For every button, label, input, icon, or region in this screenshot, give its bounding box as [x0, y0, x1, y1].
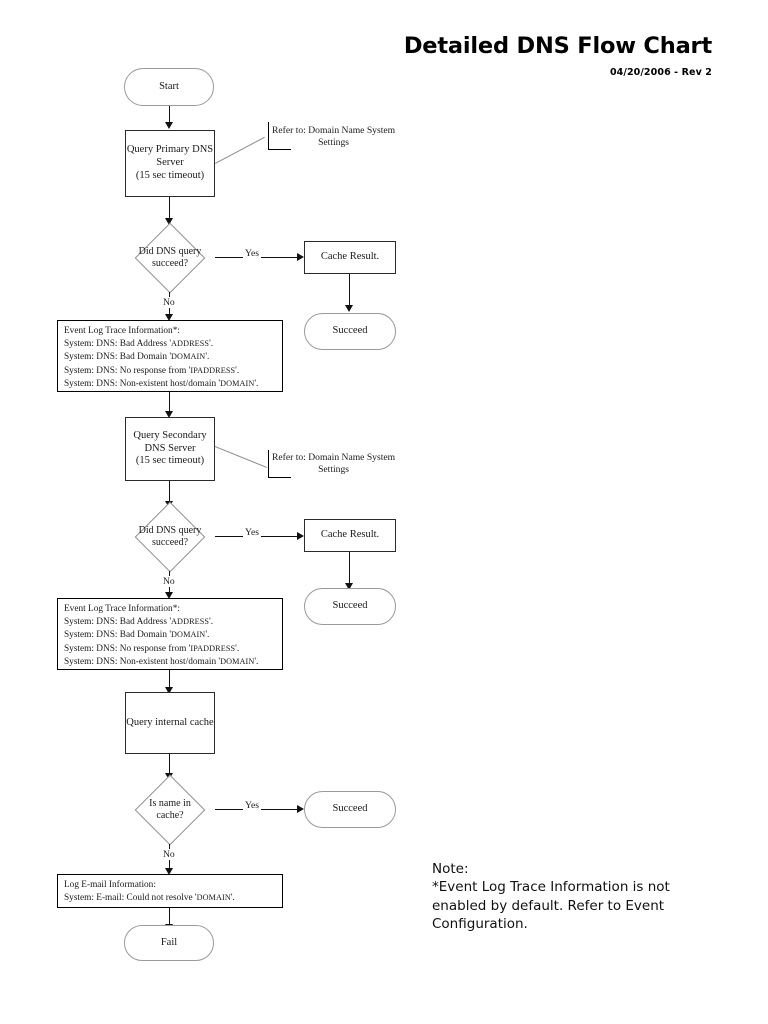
- decision-cache-line1: Is name in: [149, 797, 191, 809]
- event-log-1-line-3: System: DNS: Non-existent host/domain 'D…: [64, 378, 259, 389]
- connector-query-cache-to-decision: [169, 754, 170, 774]
- node-decision-cache[interactable]: Is name in cache?: [110, 774, 230, 846]
- arrowhead-event-log-1-to-query-secondary: [165, 411, 173, 418]
- connector-cache-result-1-to-succeed: [349, 274, 350, 306]
- callout-leader-primary: [215, 136, 265, 164]
- connector-query-primary-to-decision: [169, 197, 170, 219]
- callout-bracket-primary: [268, 122, 291, 150]
- callout-secondary-line1: Refer to: Domain Name System: [272, 452, 396, 463]
- event-log-2-heading: Event Log Trace Information*:: [64, 604, 180, 614]
- event-log-1-line-2: System: DNS: No response from 'IPADDRESS…: [64, 365, 240, 376]
- callout-bracket-secondary: [268, 450, 291, 478]
- connector-event-log-2-to-query-cache: [169, 670, 170, 688]
- node-succeed-3[interactable]: Succeed: [304, 791, 396, 828]
- node-decision-secondary[interactable]: Did DNS query succeed?: [110, 501, 230, 573]
- node-fail-label: Fail: [160, 936, 178, 948]
- page-title: Detailed DNS Flow Chart: [403, 33, 712, 59]
- decision-secondary-label: Did DNS query succeed?: [110, 503, 230, 571]
- event-log-1-heading: Event Log Trace Information*:: [64, 326, 180, 336]
- node-fail[interactable]: Fail: [124, 925, 214, 961]
- decision-primary-label: Did DNS query succeed?: [110, 224, 230, 292]
- node-succeed-3-label: Succeed: [332, 803, 368, 815]
- node-query-secondary-line1: Query Secondary: [133, 429, 207, 441]
- connector-start-to-query-primary: [169, 106, 170, 123]
- connector-cache-result-2-to-succeed: [349, 552, 350, 584]
- note-block: Note: *Event Log Trace Information is no…: [432, 860, 702, 933]
- edge-label-no-1: No: [161, 297, 177, 308]
- callout-text-primary: Refer to: Domain Name System Settings: [272, 125, 395, 150]
- arrowhead-decision-cache-no: [165, 868, 173, 875]
- email-log-heading: Log E-mail Information:: [64, 880, 156, 890]
- callout-leader-secondary: [214, 446, 267, 468]
- decision-cache-line2: cache?: [156, 810, 184, 821]
- arrowhead-query-primary-to-decision: [165, 218, 173, 225]
- edge-label-yes-1: Yes: [243, 248, 261, 259]
- decision-primary-line1: Did DNS query: [138, 245, 202, 257]
- page-subtitle: 04/20/2006 - Rev 2: [609, 67, 712, 78]
- callout-primary-line2: Settings: [318, 137, 349, 149]
- email-log-box: Log E-mail Information: System: E-mail: …: [57, 874, 283, 908]
- event-log-1-line-0: System: DNS: Bad Address 'ADDRESS'.: [64, 339, 214, 350]
- note-heading: Note:: [432, 861, 469, 877]
- node-query-primary-line2: Server: [156, 157, 184, 169]
- edge-label-no-2: No: [161, 576, 177, 587]
- event-log-1-line-1: System: DNS: Bad Domain 'DOMAIN'.: [64, 352, 210, 363]
- node-decision-primary[interactable]: Did DNS query succeed?: [110, 222, 230, 294]
- callout-text-secondary: Refer to: Domain Name System Settings: [272, 452, 395, 477]
- callout-primary-line1: Refer to: Domain Name System: [272, 125, 396, 136]
- event-log-2-line-1: System: DNS: Bad Domain 'DOMAIN'.: [64, 630, 210, 641]
- node-query-primary-line1: Query Primary DNS: [126, 144, 214, 156]
- connector-query-secondary-to-decision: [169, 481, 170, 502]
- node-succeed-1[interactable]: Succeed: [304, 313, 396, 350]
- decision-cache-label: Is name in cache?: [110, 776, 230, 844]
- callout-secondary-line2: Settings: [318, 464, 349, 476]
- node-succeed-2[interactable]: Succeed: [304, 588, 396, 625]
- arrowhead-cache-result-2-to-succeed: [345, 583, 353, 590]
- node-query-secondary-line3: (15 sec timeout): [135, 455, 205, 467]
- node-start[interactable]: Start: [124, 68, 214, 106]
- decision-secondary-line2: succeed?: [151, 537, 189, 548]
- node-cache-result-1[interactable]: Cache Result.: [304, 241, 396, 274]
- decision-primary-line2: succeed?: [151, 258, 189, 269]
- decision-secondary-line1: Did DNS query: [138, 524, 202, 536]
- arrowhead-decision-primary-no: [165, 314, 173, 321]
- arrowhead-start-to-query-primary: [165, 122, 173, 129]
- event-log-box-1: Event Log Trace Information*: System: DN…: [57, 320, 283, 392]
- connector-event-log-1-to-query-secondary: [169, 392, 170, 412]
- event-log-2-line-3: System: DNS: Non-existent host/domain 'D…: [64, 656, 259, 667]
- edge-label-yes-2: Yes: [243, 527, 261, 538]
- arrowhead-decision-primary-yes: [297, 253, 304, 261]
- arrowhead-decision-secondary-yes: [297, 532, 304, 540]
- arrowhead-decision-secondary-no: [165, 592, 173, 599]
- edge-label-yes-3: Yes: [243, 800, 261, 811]
- email-log-line: System: E-mail: Could not resolve 'DOMAI…: [64, 893, 235, 904]
- connector-email-log-to-fail: [169, 908, 170, 925]
- node-start-label: Start: [159, 80, 179, 92]
- arrowhead-event-log-2-to-query-cache: [165, 687, 173, 694]
- event-log-box-2: Event Log Trace Information*: System: DN…: [57, 598, 283, 670]
- node-cache-result-2[interactable]: Cache Result.: [304, 519, 396, 552]
- node-succeed-1-label: Succeed: [332, 325, 368, 337]
- node-query-internal-cache[interactable]: Query internal cache: [125, 692, 215, 754]
- node-cache-result-1-label: Cache Result.: [320, 251, 380, 263]
- arrowhead-cache-result-1-to-succeed: [345, 305, 353, 312]
- node-query-primary-line3: (15 sec timeout): [135, 169, 205, 181]
- event-log-2-line-2: System: DNS: No response from 'IPADDRESS…: [64, 643, 240, 654]
- event-log-2-line-0: System: DNS: Bad Address 'ADDRESS'.: [64, 617, 214, 628]
- node-query-secondary-line2: DNS Server: [144, 442, 196, 454]
- edge-label-no-3: No: [161, 849, 177, 860]
- note-body: *Event Log Trace Information is not enab…: [432, 879, 670, 933]
- node-query-primary-dns[interactable]: Query Primary DNS Server (15 sec timeout…: [125, 130, 215, 197]
- node-query-secondary-dns[interactable]: Query Secondary DNS Server (15 sec timeo…: [125, 417, 215, 481]
- arrowhead-decision-cache-yes: [297, 805, 304, 813]
- node-succeed-2-label: Succeed: [332, 600, 368, 612]
- node-query-internal-cache-label: Query internal cache: [126, 716, 214, 728]
- node-cache-result-2-label: Cache Result.: [320, 529, 380, 541]
